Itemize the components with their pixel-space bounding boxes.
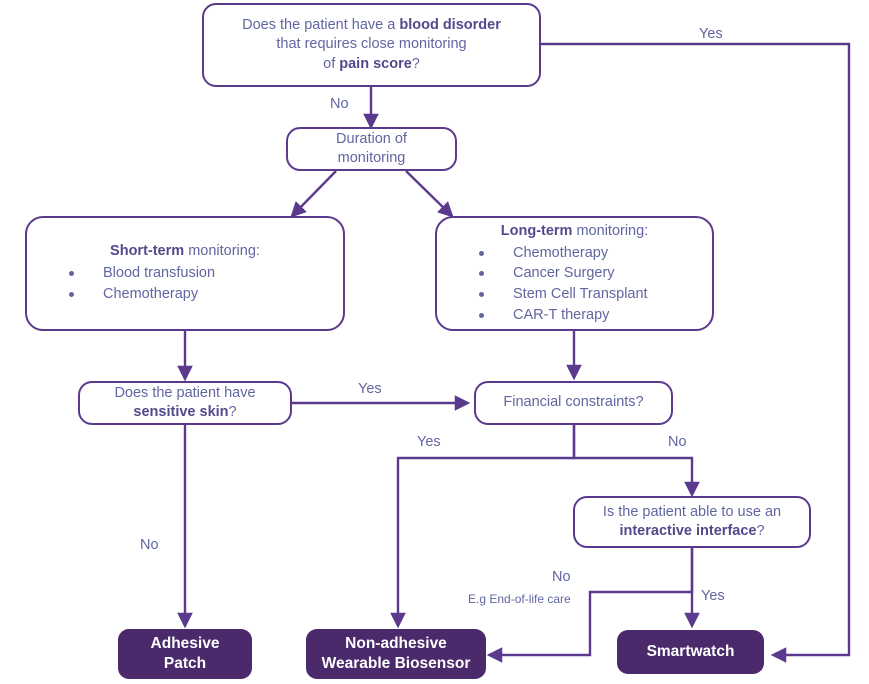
node-sensitive-skin[interactable]: Does the patient have sensitive skin?	[78, 381, 292, 425]
node-blood-disorder-line2: that requires close monitoring	[276, 36, 467, 53]
short-term-list: Blood transfusion Chemotherapy	[27, 263, 343, 304]
list-item: CAR-T therapy	[437, 305, 712, 326]
list-item: Stem Cell Transplant	[437, 284, 712, 305]
edge-label-skin-yes: Yes	[358, 381, 382, 397]
node-duration-line1: Duration of	[336, 130, 407, 147]
edge-label-interactive-no: No	[552, 569, 571, 585]
edge-label-financial-yes: Yes	[417, 434, 441, 450]
node-blood-disorder-line1: Does the patient have a blood disorder	[242, 17, 501, 34]
list-item: Chemotherapy	[437, 243, 712, 264]
node-short-term-monitoring[interactable]: Short-term monitoring: Blood transfusion…	[25, 216, 345, 331]
edge-label-blood-yes: Yes	[699, 26, 723, 42]
node-financial-line1: Financial constraints?	[503, 394, 644, 411]
long-term-title: Long-term monitoring:	[500, 222, 649, 239]
smartwatch-line1: Smartwatch	[646, 643, 735, 661]
node-long-term-monitoring[interactable]: Long-term monitoring: Chemotherapy Cance…	[435, 216, 714, 331]
edge-label-financial-no: No	[668, 434, 687, 450]
node-non-adhesive-wearable-biosensor[interactable]: Non-adhesive Wearable Biosensor	[306, 629, 486, 679]
edge-label-interactive-yes: Yes	[701, 588, 725, 604]
node-interactive-line1: Is the patient able to use an	[602, 503, 782, 520]
adhesive-patch-line2: Patch	[163, 655, 207, 672]
node-interactive-line2: interactive interface?	[619, 523, 765, 539]
list-item: Blood transfusion	[27, 263, 343, 284]
edge-label-blood-no: No	[330, 96, 349, 112]
node-financial-constraints[interactable]: Financial constraints?	[474, 381, 673, 425]
short-term-title: Short-term monitoring:	[110, 243, 260, 260]
edge-label-skin-no: No	[140, 537, 159, 553]
node-interactive-interface[interactable]: Is the patient able to use an interactiv…	[573, 496, 811, 548]
node-sensitive-skin-line2: sensitive skin?	[133, 404, 237, 420]
list-item: Cancer Surgery	[437, 263, 712, 284]
node-smartwatch[interactable]: Smartwatch	[617, 630, 764, 674]
list-item: Chemotherapy	[27, 284, 343, 305]
adhesive-patch-line1: Adhesive	[150, 635, 220, 653]
non-adhesive-line1: Non-adhesive	[345, 635, 447, 653]
node-sensitive-skin-line1: Does the patient have	[114, 384, 256, 401]
node-duration-of-monitoring[interactable]: Duration of monitoring	[286, 127, 457, 171]
node-blood-disorder[interactable]: Does the patient have a blood disorder t…	[202, 3, 541, 87]
long-term-list: Chemotherapy Cancer Surgery Stem Cell Tr…	[437, 243, 712, 325]
node-duration-line2: monitoring	[337, 150, 406, 166]
edge-label-interactive-no-note: E.g End-of-life care	[468, 592, 571, 606]
node-adhesive-patch[interactable]: Adhesive Patch	[118, 629, 252, 679]
node-blood-disorder-line3: of pain score?	[323, 55, 420, 72]
non-adhesive-line2: Wearable Biosensor	[321, 655, 471, 672]
